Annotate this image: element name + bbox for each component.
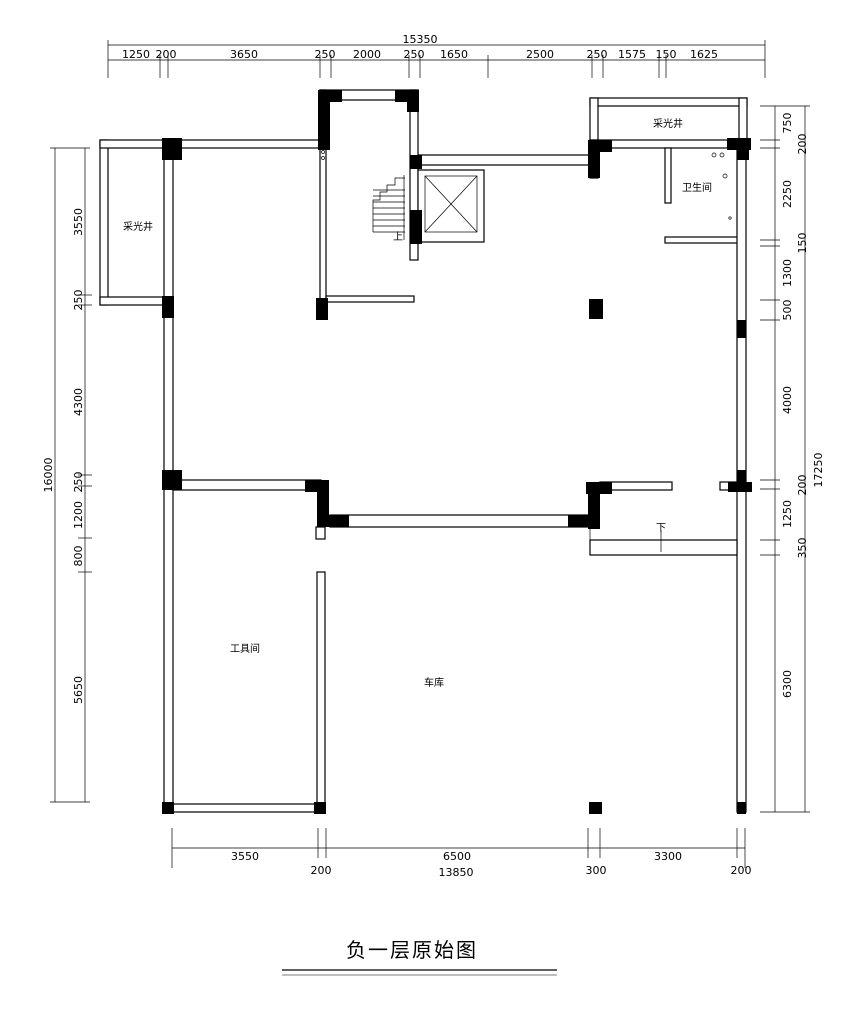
right-dimension-chain: 750 200 2250 150 1300 500 4000 200 1250 … <box>760 105 825 813</box>
left-dim: 250 <box>72 472 85 493</box>
right-dim: 4000 <box>781 386 794 414</box>
right-dim: 1250 <box>781 500 794 528</box>
right-dim: 350 <box>796 538 809 559</box>
left-dim: 250 <box>72 290 85 311</box>
wall <box>664 236 746 244</box>
bathroom-fixtures <box>711 152 732 220</box>
column <box>314 802 326 814</box>
top-dim: 2000 <box>353 48 381 61</box>
wall <box>664 147 672 204</box>
top-dim: 1625 <box>690 48 718 61</box>
column <box>737 138 749 160</box>
top-dimension-chain: 15350 1250 200 3650 250 2000 250 1650 25… <box>107 33 766 78</box>
wall <box>99 139 166 149</box>
column <box>162 470 182 490</box>
column <box>410 155 422 169</box>
column <box>162 296 174 318</box>
wall <box>417 154 591 166</box>
tool-room-label: 工具间 <box>230 642 260 655</box>
ramp-arrow: 下 <box>656 523 666 552</box>
wall <box>738 97 748 141</box>
column <box>737 320 746 338</box>
right-dim: 200 <box>796 475 809 496</box>
column <box>162 138 182 160</box>
left-dim: 800 <box>72 546 85 567</box>
top-dim: 2500 <box>526 48 554 61</box>
wall <box>325 295 415 303</box>
elevator-shaft <box>417 169 485 243</box>
left-dim: 1200 <box>72 501 85 529</box>
right-dim: 200 <box>796 134 809 155</box>
column <box>410 210 422 244</box>
columns <box>162 90 752 814</box>
top-dim: 1650 <box>440 48 468 61</box>
wall <box>589 97 599 141</box>
left-dim: 3550 <box>72 208 85 236</box>
wall <box>164 139 321 149</box>
top-dim: 1250 <box>122 48 150 61</box>
wall <box>99 139 109 306</box>
bottom-sub-dim: 300 <box>586 864 607 877</box>
bottom-dimension-chain: 3550 6500 3300 200 300 200 13850 <box>171 828 752 879</box>
wall <box>589 139 748 149</box>
top-dim: 250 <box>404 48 425 61</box>
left-dim: 5650 <box>72 676 85 704</box>
door-markers <box>321 150 325 160</box>
column <box>737 802 746 814</box>
column <box>589 802 602 814</box>
top-dim: 200 <box>156 48 177 61</box>
right-dim: 6300 <box>781 670 794 698</box>
stair-up-label: 上 <box>393 231 403 243</box>
column <box>589 299 603 319</box>
staircase: 上 <box>372 175 405 243</box>
wall <box>172 803 322 813</box>
garage-label: 车库 <box>424 676 444 689</box>
bottom-sub-dim: 200 <box>731 864 752 877</box>
elevator-car <box>424 175 478 233</box>
top-dim: 150 <box>656 48 677 61</box>
right-dim: 750 <box>781 113 794 134</box>
column <box>407 90 419 112</box>
walls <box>99 89 748 813</box>
skylight-left-label: 采光井 <box>123 220 153 233</box>
right-total-dim: 17250 <box>812 453 825 488</box>
bottom-sub-dim: 200 <box>311 864 332 877</box>
top-total-dim: 15350 <box>403 33 438 46</box>
page-title: 负一层原始图 <box>346 938 478 962</box>
column <box>588 140 600 178</box>
wall <box>329 514 589 528</box>
column <box>316 298 328 320</box>
bottom-dim: 6500 <box>443 850 471 863</box>
ramp-wall <box>589 539 738 556</box>
left-dimension-chain: 16000 3550 250 4300 250 1200 800 5650 <box>42 147 92 803</box>
right-dim: 500 <box>781 300 794 321</box>
right-dim: 2250 <box>781 180 794 208</box>
top-dim: 1575 <box>618 48 646 61</box>
wall <box>589 97 748 107</box>
left-dim: 4300 <box>72 388 85 416</box>
left-total-dim: 16000 <box>42 458 55 493</box>
column <box>317 515 349 527</box>
wall <box>172 479 322 491</box>
column <box>737 470 746 492</box>
top-dim: 250 <box>587 48 608 61</box>
column <box>568 515 600 527</box>
top-dim: 3650 <box>230 48 258 61</box>
right-dim: 150 <box>796 233 809 254</box>
skylight-right-label: 采光井 <box>653 117 683 130</box>
column <box>318 90 330 150</box>
wall <box>316 571 326 808</box>
top-dim: 250 <box>315 48 336 61</box>
right-dim: 1300 <box>781 259 794 287</box>
wall <box>99 296 166 306</box>
stair-down-label: 下 <box>656 523 666 534</box>
bottom-dim: 3550 <box>231 850 259 863</box>
bottom-dim: 3300 <box>654 850 682 863</box>
wall <box>315 526 326 540</box>
column <box>162 802 174 814</box>
bathroom-label: 卫生间 <box>682 181 712 194</box>
bottom-total-dim: 13850 <box>439 866 474 879</box>
